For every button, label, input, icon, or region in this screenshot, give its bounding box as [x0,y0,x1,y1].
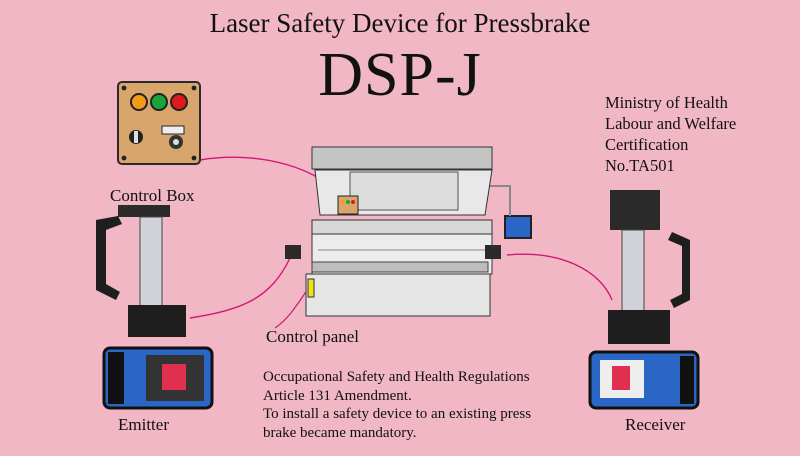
receiver-unit [588,190,700,410]
key-label [161,125,185,135]
control-panel-label: Control panel [266,327,360,346]
control-panel-box [307,278,315,298]
cable-emitter [189,257,291,319]
note-line: Occupational Safety and Health Regulatio… [263,369,530,385]
note-line: brake became mandatory. [263,424,417,441]
control-box-label: Control Box [110,186,195,205]
model-name: DSP-J [318,41,482,109]
control-box [117,81,201,165]
certification-line: Labour and Welfare [605,114,737,133]
certification-line: Certification [605,135,689,154]
receiver-label: Receiver [625,415,686,434]
certification-line: No.TA501 [605,156,675,175]
emitter-label: Emitter [118,415,169,434]
red-lamp [170,93,188,111]
page-title: Laser Safety Device for Pressbrake [209,8,591,38]
certification-line: Ministry of Health [605,93,728,112]
note-line: Article 131 Amendment. [263,387,412,404]
certification-text: Ministry of Health Labour and Welfare Ce… [605,92,736,176]
press-controlbox [337,195,359,215]
display-monitor [504,215,532,239]
amber-lamp [130,93,148,111]
green-lamp [150,93,168,111]
emitter-unit [96,205,214,410]
cable-receiver [506,253,613,301]
note-line: To install a safety device to an existin… [263,406,532,422]
press-brake [285,146,532,317]
regulation-notes: Occupational Safety and Health Regulatio… [263,368,531,442]
